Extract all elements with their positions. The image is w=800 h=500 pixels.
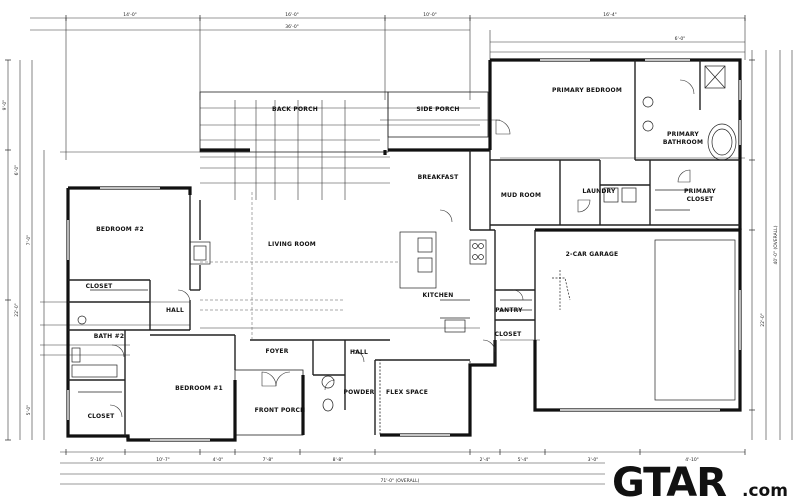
dim-bottom-5: 8'-8" [333,457,344,463]
room-label-back-porch: BACK PORCH [272,106,318,113]
room-label-primary-bathroom-line2: BATHROOM [663,139,703,146]
dimension-text: 14'-0" 16'-0" 10'-0" 16'-4" 36'-0" 6'-0"… [2,12,779,484]
dim-bottom-7: 5'-4" [518,457,529,463]
logo-brand-text: GTAR [612,460,726,500]
logo-suffix-text: .com [742,481,788,500]
room-label-primary-closet-line1: PRIMARY [684,188,716,195]
room-label-hall-b: HALL [350,349,368,356]
dim-left-3: 7'-0" [26,235,32,246]
room-label-pantry: PANTRY [495,307,523,314]
porch-outlines [199,91,489,436]
fixtures [71,65,737,412]
room-label-flex-space: FLEX SPACE [386,389,428,396]
room-label-bath-2: BATH #2 [94,333,125,340]
dim-overall-bottom: 71'-0" (OVERALL) [381,478,420,484]
room-label-mud-room: MUD ROOM [501,192,541,199]
room-label-primary-bathroom-line1: PRIMARY [667,131,699,138]
dim-bottom-1: 5'-10" [90,457,104,463]
room-label-living-room: LIVING ROOM [268,241,316,248]
dim-bottom-8: 3'-0" [588,457,599,463]
dim-bottom-4: 7'-8" [263,457,274,463]
dim-top-1: 14'-0" [123,12,137,18]
room-labels: BACK PORCH SIDE PORCH PRIMARY BEDROOM PR… [86,87,717,420]
room-label-garage: 2-CAR GARAGE [566,251,619,258]
room-label-primary-closet-line2: CLOSET [687,196,715,203]
dim-right-overall: 40'-0" (OVERALL) [773,225,779,264]
windows [67,59,741,441]
exterior-walls [66,58,742,442]
interior-walls [68,60,740,436]
gtar-logo: GTAR .com [605,460,800,500]
room-label-foyer: FOYER [265,348,288,355]
door-swings [109,79,695,418]
room-label-powder: POWDER [343,389,374,396]
room-label-closet-c: CLOSET [88,413,116,420]
room-label-hall-a: HALL [166,307,184,314]
ceiling-lines [200,192,400,340]
dim-bottom-9: 4'-10" [685,457,699,463]
dim-top-3: 10'-0" [423,12,437,18]
room-label-closet-b: CLOSET [495,331,523,338]
dim-left-1: 9'-0" [2,100,8,111]
dim-bottom-2: 10'-7" [156,457,170,463]
room-label-closet-a: CLOSET [86,283,114,290]
room-label-laundry: LAUNDRY [582,188,616,195]
dim-right-2: 22'-0" [760,313,766,327]
dim-left-4: 22'-0" [14,303,20,317]
room-label-bedroom-1: BEDROOM #1 [175,385,223,392]
room-label-primary-bedroom: PRIMARY BEDROOM [552,87,622,94]
room-label-bedroom-2: BEDROOM #2 [96,226,144,233]
dim-top-second-1: 36'-0" [285,24,299,30]
dim-left-2: 6'-0" [14,165,20,176]
room-label-kitchen: KITCHEN [423,292,454,299]
dim-top-4: 16'-4" [603,12,617,18]
room-label-breakfast: BREAKFAST [418,174,460,181]
dim-top-2: 16'-0" [285,12,299,18]
dim-bottom-3: 4'-0" [213,457,224,463]
dim-top-second-2: 6'-0" [675,36,686,42]
room-label-side-porch: SIDE PORCH [416,106,459,113]
dim-bottom-6: 2'-4" [480,457,491,463]
dimension-ticks [5,15,755,455]
dim-left-5: 5'-0" [26,405,32,416]
room-label-front-porch: FRONT PORCH [255,407,306,414]
